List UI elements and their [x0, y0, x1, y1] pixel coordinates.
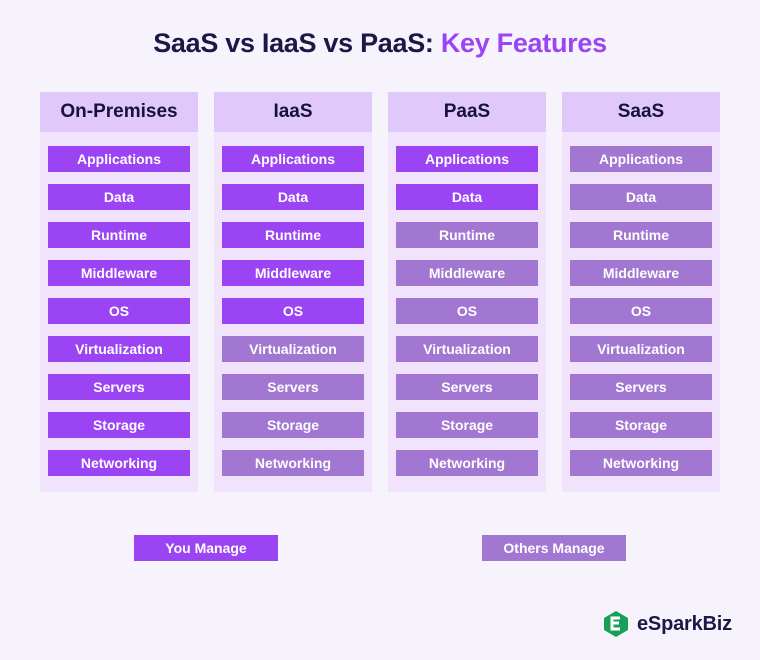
- layer-middleware: Middleware: [570, 260, 712, 286]
- layer-os: OS: [48, 298, 190, 324]
- layer-storage: Storage: [570, 412, 712, 438]
- layer-applications: Applications: [396, 146, 538, 172]
- layer-storage: Storage: [222, 412, 364, 438]
- layer-os: OS: [396, 298, 538, 324]
- layer-networking: Networking: [570, 450, 712, 476]
- column-on-premises: On-Premises Applications Data Runtime Mi…: [40, 92, 198, 492]
- layer-storage: Storage: [396, 412, 538, 438]
- layer-data: Data: [222, 184, 364, 210]
- layer-middleware: Middleware: [48, 260, 190, 286]
- layer-networking: Networking: [48, 450, 190, 476]
- legend-others-manage: Others Manage: [482, 535, 626, 561]
- layer-data: Data: [396, 184, 538, 210]
- layer-virtualization: Virtualization: [396, 336, 538, 362]
- layer-servers: Servers: [570, 374, 712, 400]
- layer-runtime: Runtime: [570, 222, 712, 248]
- layer-os: OS: [222, 298, 364, 324]
- layer-applications: Applications: [222, 146, 364, 172]
- layer-applications: Applications: [570, 146, 712, 172]
- layer-networking: Networking: [396, 450, 538, 476]
- layer-applications: Applications: [48, 146, 190, 172]
- esparkbiz-logo-icon: [604, 611, 628, 637]
- layer-servers: Servers: [222, 374, 364, 400]
- page-title: SaaS vs IaaS vs PaaS: Key Features: [0, 28, 760, 59]
- layer-middleware: Middleware: [396, 260, 538, 286]
- layer-runtime: Runtime: [222, 222, 364, 248]
- layer-storage: Storage: [48, 412, 190, 438]
- layer-runtime: Runtime: [48, 222, 190, 248]
- title-main: SaaS vs IaaS vs PaaS:: [153, 28, 434, 58]
- title-accent: Key Features: [440, 28, 607, 58]
- layer-middleware: Middleware: [222, 260, 364, 286]
- column-header: On-Premises: [40, 92, 198, 132]
- column-saas: SaaS Applications Data Runtime Middlewar…: [562, 92, 720, 492]
- layer-data: Data: [570, 184, 712, 210]
- column-paas: PaaS Applications Data Runtime Middlewar…: [388, 92, 546, 492]
- layer-virtualization: Virtualization: [222, 336, 364, 362]
- layer-runtime: Runtime: [396, 222, 538, 248]
- layer-servers: Servers: [396, 374, 538, 400]
- layer-servers: Servers: [48, 374, 190, 400]
- legend-you-manage: You Manage: [134, 535, 278, 561]
- layer-virtualization: Virtualization: [570, 336, 712, 362]
- layer-os: OS: [570, 298, 712, 324]
- column-header: SaaS: [562, 92, 720, 132]
- column-header: IaaS: [214, 92, 372, 132]
- logo-text: eSparkBiz: [637, 612, 732, 635]
- layer-virtualization: Virtualization: [48, 336, 190, 362]
- layer-data: Data: [48, 184, 190, 210]
- column-iaas: IaaS Applications Data Runtime Middlewar…: [214, 92, 372, 492]
- brand-logo: eSparkBiz: [603, 610, 732, 638]
- layer-networking: Networking: [222, 450, 364, 476]
- column-header: PaaS: [388, 92, 546, 132]
